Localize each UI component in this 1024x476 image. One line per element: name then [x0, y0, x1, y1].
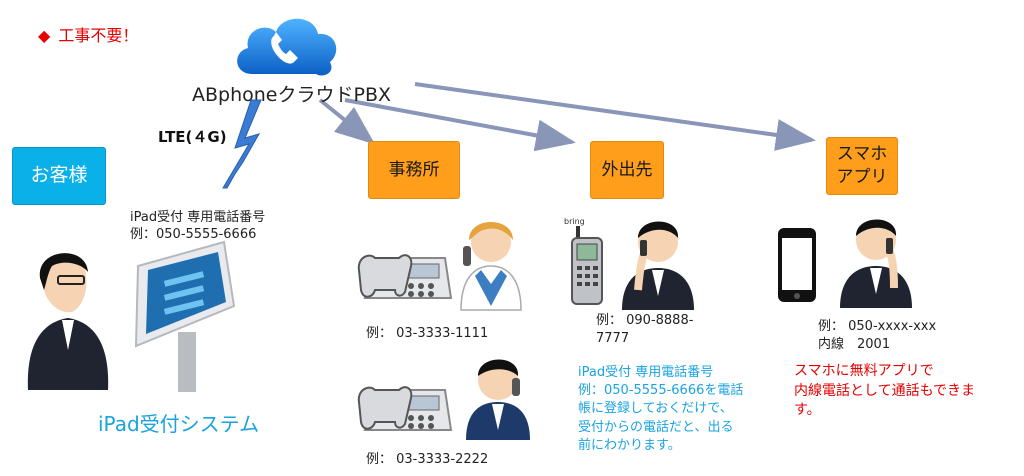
svg-text:bring: bring	[564, 217, 585, 226]
ipad-kiosk-icon	[134, 240, 236, 392]
cloud-pbx-label: ABphoneクラウドPBX	[192, 84, 391, 106]
smartphone-note: スマホに無料アプリで 内線電話として通話もできま す。	[794, 363, 976, 419]
outside-box: 外出先	[590, 141, 664, 199]
person-icon	[460, 222, 522, 311]
customer-box: お客様	[12, 147, 106, 205]
diamond-marker: ◆	[38, 26, 51, 45]
outside-note: iPad受付 専用電話番号 例：050-5555-6666を電話 帳に登録してお…	[578, 365, 744, 453]
desk-phone-icon	[357, 254, 453, 299]
ipad-number-line1: iPad受付 専用電話番号	[130, 210, 266, 225]
desk-phone-icon	[357, 386, 453, 431]
office-box: 事務所	[368, 141, 460, 199]
outside-label: 外出先	[601, 159, 653, 180]
ipad-system-label: iPad受付システム	[98, 412, 260, 436]
lte-label: LTE(４G)	[158, 128, 227, 146]
person-icon	[840, 219, 912, 308]
person-icon	[27, 253, 109, 390]
no-construction-note: ◆ 工事不要！	[38, 22, 138, 46]
office-phone2: 例： 03-3333-2222	[366, 452, 489, 467]
ipad-number-line2: 例：050-5555-6666	[130, 227, 257, 242]
smartphone-icon	[778, 228, 816, 302]
smartphone-label: スマホ アプリ	[836, 144, 888, 187]
customer-label: お客様	[30, 164, 88, 187]
lightning-bolt-icon	[222, 99, 262, 189]
person-icon	[622, 221, 694, 310]
arrow-to-office	[318, 98, 376, 145]
office-label: 事務所	[388, 159, 440, 180]
smartphone-box: スマホ アプリ	[826, 137, 898, 195]
arrow-to-smartphone	[414, 82, 816, 151]
outside-phone: 例： 090-8888- 7777	[596, 313, 694, 346]
office-phone1: 例： 03-3333-1111	[366, 326, 489, 341]
smartphone-phone: 例： 050-xxxx-xxx 内線 2001	[818, 319, 937, 352]
person-icon	[466, 359, 530, 440]
note-text: 工事不要！	[58, 26, 139, 45]
arrow-to-outside	[344, 98, 576, 152]
mobile-phone-icon: bring	[564, 217, 603, 305]
cloud-phone-icon	[237, 18, 337, 76]
